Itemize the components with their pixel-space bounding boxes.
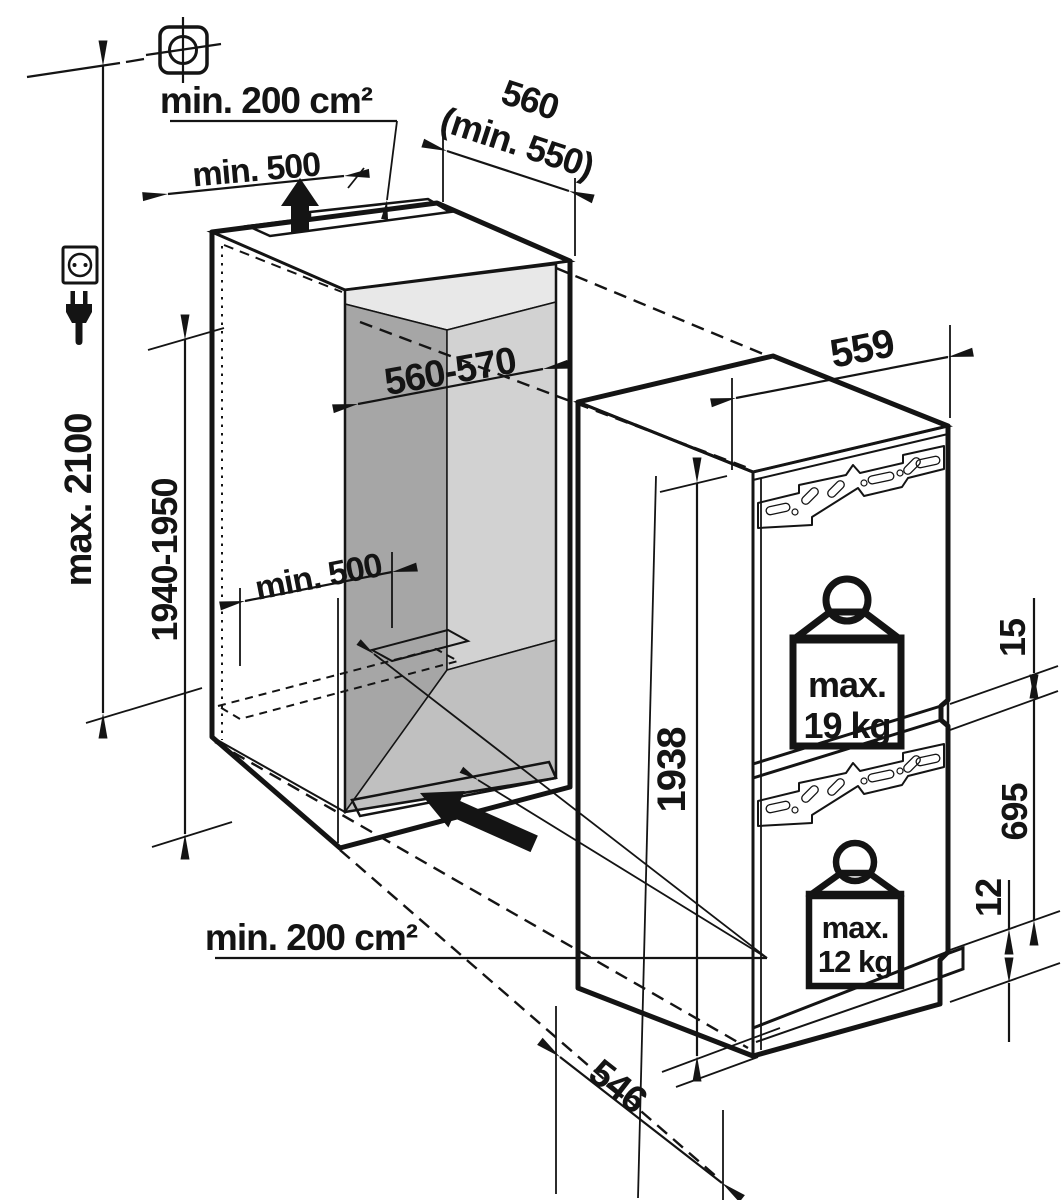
- load-upper-kg: 19 kg: [803, 705, 890, 746]
- dim-overall-height: max. 2100: [58, 40, 203, 739]
- weight-19kg-icon: max. 19 kg: [789, 575, 905, 750]
- vent-area-top-label: min. 200 cm²: [160, 80, 373, 121]
- dim-niche-height: 1940-1950: [144, 314, 233, 860]
- dim-right-side: 15 695 12: [949, 598, 1061, 1042]
- upper-door-bottom-edge: [752, 704, 942, 766]
- appliance-height-label: 1938: [650, 727, 694, 813]
- power-socket-icon: [61, 245, 99, 285]
- lower-door-bottom-edge: [752, 950, 949, 1030]
- dim-appliance-height: 1938: [650, 457, 781, 1082]
- appliance-depth-label: 546: [581, 1052, 654, 1122]
- appliance-silhouette: [575, 353, 951, 1059]
- floor-rear-vent: [369, 628, 471, 663]
- gap-top-label: 15: [992, 618, 1033, 657]
- dim-top-clearance: min. 500: [142, 145, 370, 202]
- niche-height-label: 1940-1950: [144, 478, 185, 641]
- niche-hidden-edge-diagonal: [223, 244, 343, 293]
- weight-12kg-icon: max. 12 kg: [805, 839, 905, 990]
- load-lower-kg: 12 kg: [818, 944, 892, 979]
- load-upper-max: max.: [808, 664, 886, 705]
- gap-bottom-label: 12: [968, 879, 1009, 917]
- power-plug-icon: [66, 291, 92, 345]
- lower-door-height-label: 695: [994, 782, 1035, 840]
- dim-vent-area-bottom: min. 200 cm²: [205, 639, 768, 960]
- load-lower-max: max.: [822, 910, 889, 945]
- dim-vent-area-top: min. 200 cm²: [160, 80, 398, 220]
- mounting-rail: [757, 445, 945, 529]
- appliance-foot: [939, 945, 965, 980]
- overall-height-label: max. 2100: [58, 414, 100, 587]
- appliance-top-face: [573, 354, 953, 474]
- vent-area-bottom-label: min. 200 cm²: [205, 917, 418, 958]
- niche-cabinet: [206, 197, 576, 851]
- dim-appliance-width: 559: [710, 321, 974, 470]
- niche-rim-top: [344, 262, 557, 292]
- niche-front-band: [211, 230, 346, 814]
- air-out-arrow-up-icon: [281, 178, 319, 232]
- appliance: max. 19 kg max. 12 kg: [573, 353, 965, 1199]
- dim-niche-depth-top: 560 (min. 550): [421, 71, 599, 256]
- base-strip-line: [755, 977, 941, 1043]
- air-in-arrow-icon: [420, 790, 538, 853]
- bottom-vent-strip: [350, 760, 558, 818]
- mounting-rail-lower: [757, 743, 945, 827]
- fixing-point-icon: [26, 17, 222, 83]
- appliance-top-edge-line: [752, 433, 949, 481]
